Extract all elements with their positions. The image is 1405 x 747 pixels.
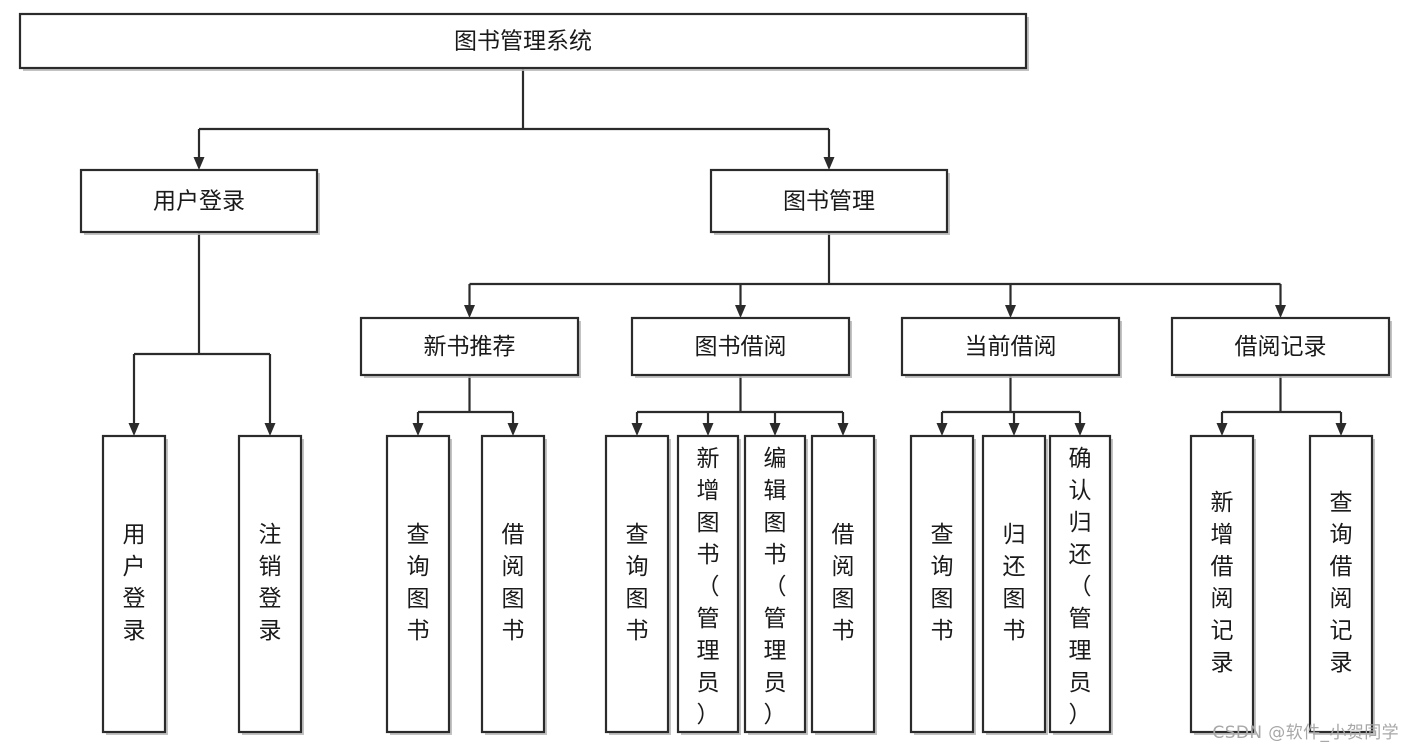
arrowhead-icon [412, 423, 424, 436]
node-leaf-logout[interactable]: 注销登录 [237, 434, 304, 735]
node-label: 归还图书 [1003, 522, 1026, 644]
node-new-book-rec[interactable]: 新书推荐 [359, 316, 581, 378]
node-leaf-add-book[interactable]: 新增图书（管理员） [676, 434, 741, 735]
node-label: 当前借阅 [965, 334, 1057, 360]
arrowhead-icon [1074, 423, 1086, 436]
watermark-label: CSDN @软件_小贺同学 [1212, 723, 1399, 743]
node-leaf-user-login[interactable]: 用户登录 [101, 434, 168, 735]
node-label: 新增借阅记录 [1211, 490, 1234, 676]
arrowhead-icon [823, 157, 835, 170]
node-leaf-borrow-book-1[interactable]: 借阅图书 [480, 434, 547, 735]
node-box[interactable] [604, 434, 670, 734]
node-box[interactable] [18, 12, 1028, 70]
node-label: 借阅记录 [1235, 334, 1327, 360]
node-borrow-record[interactable]: 借阅记录 [1170, 316, 1392, 378]
node-label: 用户登录 [153, 189, 245, 215]
node-label: 查询图书 [931, 522, 954, 644]
node-label: 查询借阅记录 [1330, 490, 1353, 676]
arrowhead-icon [464, 305, 475, 318]
node-label: 查询图书 [626, 522, 649, 644]
node-leaf-query-book-2[interactable]: 查询图书 [604, 434, 671, 735]
node-box[interactable] [237, 434, 303, 734]
arrowhead-icon [1216, 423, 1228, 436]
node-label: 图书管理系统 [454, 29, 592, 55]
node-box[interactable] [743, 434, 807, 734]
node-box[interactable] [1170, 316, 1391, 377]
node-leaf-query-record[interactable]: 查询借阅记录 [1308, 434, 1375, 735]
node-leaf-edit-book[interactable]: 编辑图书（管理员） [743, 434, 808, 735]
node-box[interactable] [900, 316, 1121, 377]
node-label: 确认归还（管理员） [1069, 446, 1092, 728]
node-label: 新书推荐 [424, 334, 516, 360]
node-label: 图书借阅 [695, 334, 787, 360]
arrowhead-icon [1335, 423, 1347, 436]
arrowhead-icon [837, 423, 849, 436]
arrowhead-icon [735, 305, 746, 318]
node-leaf-confirm-return[interactable]: 确认归还（管理员） [1048, 434, 1113, 735]
arrowhead-icon [769, 423, 781, 436]
node-label: 用户登录 [123, 522, 146, 644]
node-leaf-borrow-book-2[interactable]: 借阅图书 [810, 434, 877, 735]
arrowhead-icon [1005, 305, 1016, 318]
node-label: 图书管理 [783, 189, 875, 215]
node-box[interactable] [101, 434, 167, 734]
node-leaf-return-book[interactable]: 归还图书 [981, 434, 1048, 735]
edge-layer [128, 68, 1347, 436]
node-book-borrow[interactable]: 图书借阅 [630, 316, 852, 378]
arrowhead-icon [507, 423, 519, 436]
node-box[interactable] [385, 434, 451, 734]
node-box[interactable] [1048, 434, 1112, 734]
node-box[interactable] [359, 316, 580, 377]
node-leaf-query-book-1[interactable]: 查询图书 [385, 434, 452, 735]
node-box[interactable] [810, 434, 876, 734]
node-label: 借阅图书 [502, 522, 525, 644]
node-box[interactable] [981, 434, 1047, 734]
node-box[interactable] [909, 434, 975, 734]
node-leaf-add-record[interactable]: 新增借阅记录 [1189, 434, 1256, 735]
arrowhead-icon [631, 423, 643, 436]
node-leaf-query-book-3[interactable]: 查询图书 [909, 434, 976, 735]
node-box[interactable] [630, 316, 851, 377]
arrowhead-icon [1008, 423, 1020, 436]
node-label: 注销登录 [259, 522, 282, 644]
node-box[interactable] [480, 434, 546, 734]
arrowhead-icon [193, 157, 205, 170]
node-label: 编辑图书（管理员） [764, 446, 787, 728]
node-box[interactable] [1189, 434, 1255, 734]
arrowhead-icon [128, 423, 140, 436]
arrowhead-icon [936, 423, 948, 436]
arrowhead-icon [264, 423, 276, 436]
node-box[interactable] [79, 168, 319, 234]
node-box[interactable] [676, 434, 740, 734]
node-label: 新增图书（管理员） [697, 446, 720, 728]
node-box[interactable] [709, 168, 949, 234]
node-user-login[interactable]: 用户登录 [79, 168, 320, 235]
node-label: 借阅图书 [832, 522, 855, 644]
node-root[interactable]: 图书管理系统 [18, 12, 1029, 71]
node-current-borrow[interactable]: 当前借阅 [900, 316, 1122, 378]
arrowhead-icon [702, 423, 714, 436]
node-book-manage[interactable]: 图书管理 [709, 168, 950, 235]
arrowhead-icon [1275, 305, 1286, 318]
node-label: 查询图书 [407, 522, 430, 644]
node-layer: 图书管理系统用户登录图书管理新书推荐图书借阅当前借阅借阅记录用户登录注销登录查询… [18, 12, 1392, 735]
node-box[interactable] [1308, 434, 1374, 734]
